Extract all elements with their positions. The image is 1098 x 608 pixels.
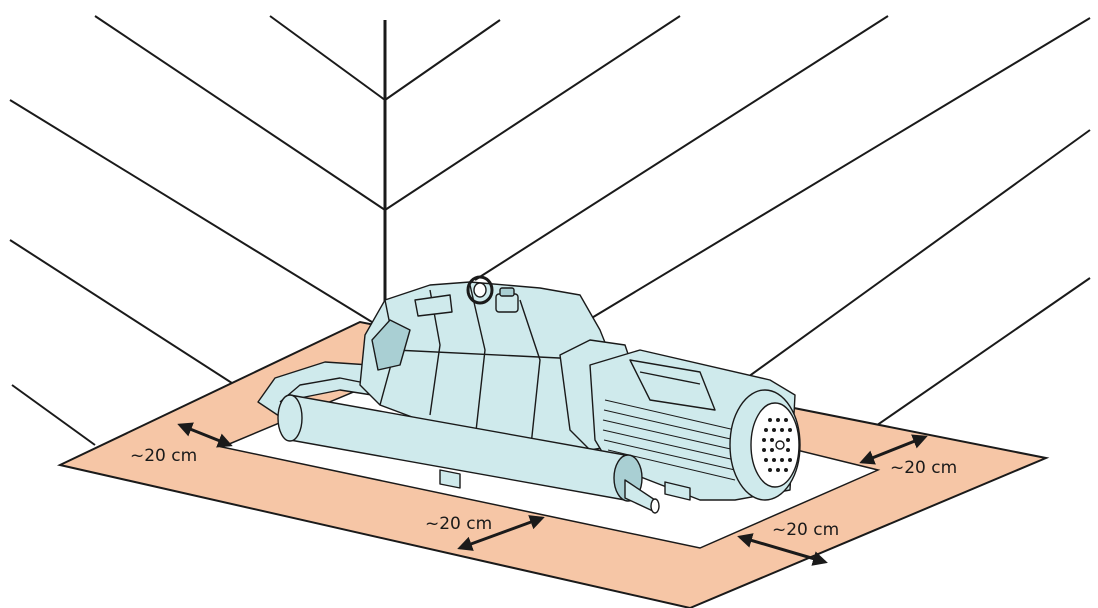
double-arrow-icon	[859, 434, 928, 465]
wall-hatching	[9, 15, 1091, 446]
fan-cover-icon	[729, 389, 801, 501]
dimension-label-rear-right: ~20 cm	[890, 458, 957, 478]
double-arrow-icon	[177, 422, 233, 448]
dimension-label-front-right: ~20 cm	[772, 520, 839, 540]
lifting-eye-icon	[466, 275, 494, 305]
double-arrow-icon	[457, 515, 545, 551]
dimension-arrows	[177, 422, 928, 566]
double-arrow-icon	[737, 533, 828, 566]
dimension-label-front-left: ~20 cm	[425, 514, 492, 534]
vacuum-pump-unit	[257, 275, 801, 514]
dimension-label-rear-left: ~20 cm	[130, 446, 197, 466]
